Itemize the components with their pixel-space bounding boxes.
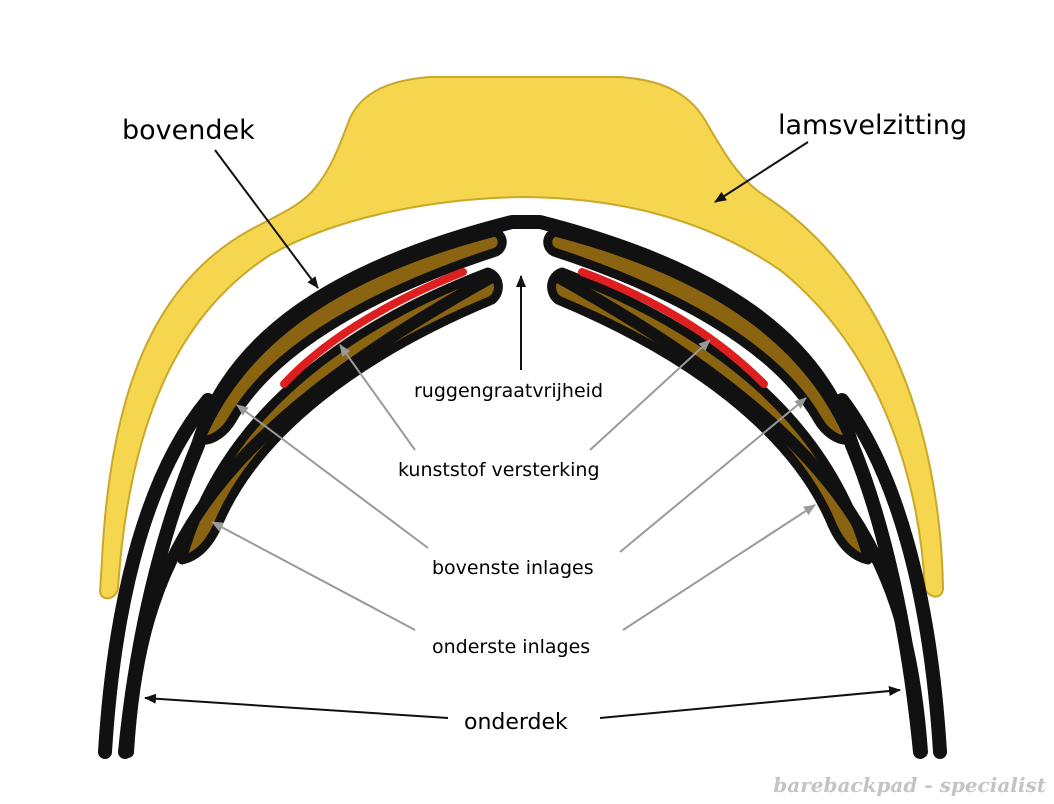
arrow-bovenste-right <box>619 397 807 553</box>
onderdek-inner-curve-left <box>122 272 496 758</box>
onderdek-inner-curve-right <box>554 272 928 758</box>
arrow-kunststof-right <box>589 339 711 451</box>
arrow-onderdek-right <box>599 686 901 719</box>
onderdek-outer-left <box>98 393 215 759</box>
onderdek-outer-right <box>835 393 947 759</box>
bovendek-shape <box>191 215 859 452</box>
label-onderdek: onderdek <box>464 710 568 735</box>
label-onderste-inlages: onderste inlages <box>432 636 590 658</box>
label-kunststof-versterking: kunststof versterking <box>398 459 600 481</box>
label-bovenste-inlages: bovenste inlages <box>432 557 594 579</box>
kunststof-versterking-right <box>578 268 768 388</box>
arrow-onderste-left <box>211 521 416 631</box>
bovenste-inlage-right <box>543 227 855 445</box>
bovenste-inlage-left <box>195 227 507 445</box>
arrow-onderdek-left <box>144 693 449 719</box>
onderste-inlage-right <box>547 267 873 565</box>
arrow-lamsvelzitting <box>714 141 809 203</box>
lamsvelzitting-shape <box>98 76 945 600</box>
arrow-bovenste-left <box>236 404 429 549</box>
arrow-bovendek <box>214 149 319 289</box>
arrow-kunststof-left <box>339 344 416 451</box>
watermark: barebackpad - specialist <box>773 773 1046 797</box>
kunststof-versterking-left <box>280 268 467 388</box>
label-lamsvelzitting: lamsvelzitting <box>778 110 967 141</box>
label-bovendek: bovendek <box>122 115 255 146</box>
label-ruggengraatvrijheid: ruggengraatvrijheid <box>414 380 603 402</box>
arrow-onderste-right <box>622 504 816 631</box>
